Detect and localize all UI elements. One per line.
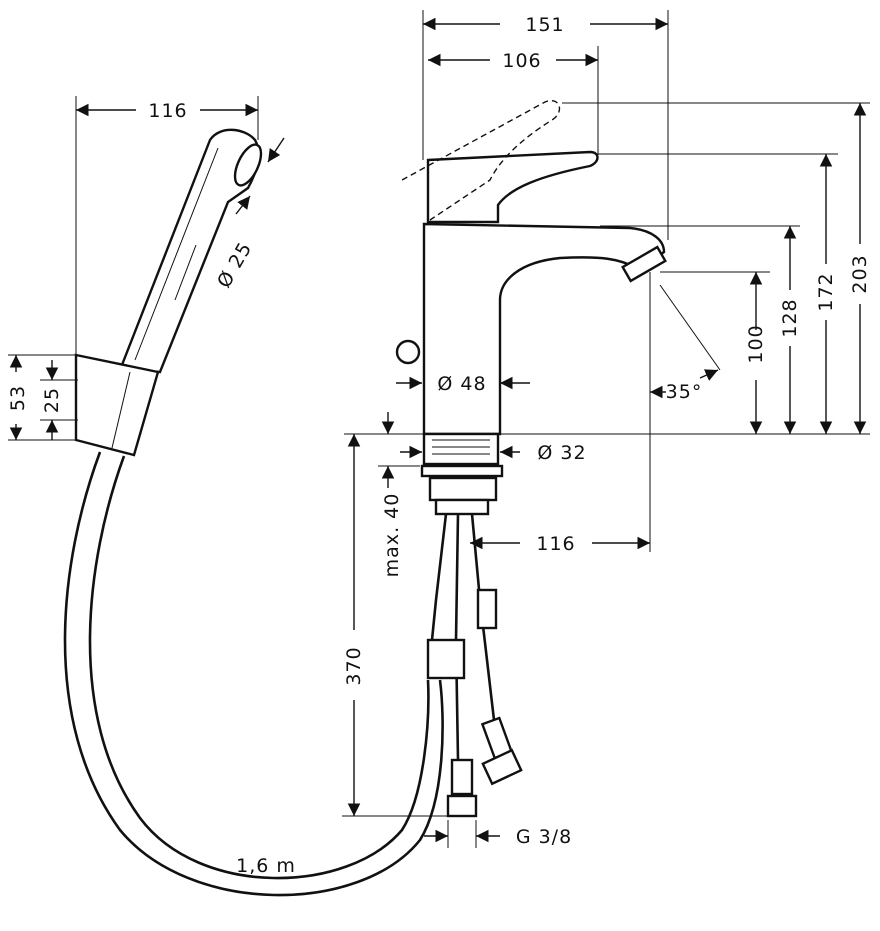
- dim-151: 151: [525, 14, 564, 36]
- dim-hose-1-6m: 1,6 m: [236, 855, 296, 877]
- dim-25-holder: 25: [41, 387, 63, 413]
- dim-53: 53: [7, 385, 29, 411]
- shower-handle: [118, 128, 260, 374]
- dim-172: 172: [815, 272, 837, 311]
- shower-hose-inner: [88, 455, 430, 880]
- dim-diameter-48: Ø 48: [437, 373, 486, 395]
- faucet: [395, 100, 667, 818]
- faucet-lever-open: [401, 100, 561, 221]
- faucet-base: [422, 432, 500, 466]
- dim-116-shower: 116: [148, 100, 187, 122]
- shower-hose: [63, 451, 444, 897]
- mounting-nut: [428, 476, 498, 502]
- dim-106: 106: [502, 50, 541, 72]
- shower-holder: [74, 353, 160, 457]
- dim-116-spout: 116: [536, 533, 575, 555]
- dim-370: 370: [343, 646, 365, 685]
- dim-203: 203: [849, 254, 871, 293]
- dim-g38: G 3/8: [516, 826, 572, 848]
- dim-128: 128: [779, 298, 801, 337]
- dim-angle-35: 35°: [666, 381, 703, 403]
- g38-connector: [446, 794, 478, 818]
- faucet-lever: [426, 150, 599, 224]
- faucet-body: [422, 222, 666, 436]
- dim-100: 100: [745, 324, 767, 363]
- drain-knob: [395, 339, 421, 365]
- dim-diameter-25: Ø 25: [213, 238, 257, 292]
- dim-diameter-32: Ø 32: [537, 442, 586, 464]
- dim-max-40: max. 40: [381, 493, 403, 578]
- hand-shower: [63, 128, 444, 897]
